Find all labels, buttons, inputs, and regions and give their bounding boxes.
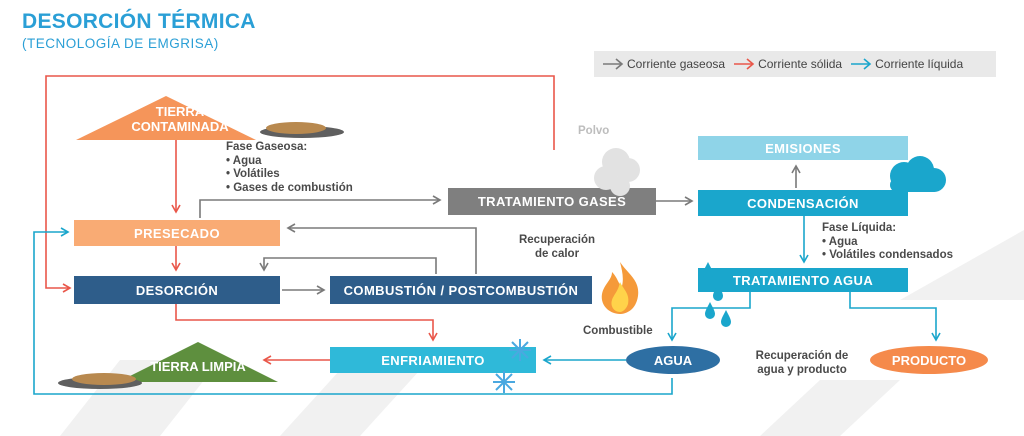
arrow-right-icon — [603, 58, 624, 70]
producto-oval: PRODUCTO — [870, 346, 988, 374]
dust-cloud-icon — [594, 148, 640, 196]
page-title: DESORCIÓN TÉRMICA — [22, 10, 256, 33]
tierra-limpia-triangle — [118, 342, 278, 382]
presecado-box: PRESECADO — [74, 220, 280, 246]
legend-item-liquid: Corriente líquida — [850, 57, 963, 71]
tierra-limpia-label: TIERRA LIMPIA — [150, 359, 246, 374]
list-item: Volátiles — [226, 168, 353, 182]
legend-label: Corriente sólida — [758, 57, 843, 71]
recuperacion-agua-note: Recuperación de agua y producto — [755, 350, 849, 376]
polvo-label: Polvo — [578, 125, 610, 137]
soil-pile-icon — [260, 122, 344, 138]
water-drop-icon — [703, 262, 731, 327]
legend: Corriente gaseosa Corriente sólida Corri… — [594, 51, 996, 77]
legend-item-solid: Corriente sólida — [733, 57, 842, 71]
list-item: Gases de combustión — [226, 182, 353, 196]
list-item: Agua — [226, 155, 353, 169]
arrow-right-icon — [851, 58, 872, 70]
arrow-right-icon — [734, 58, 755, 70]
agua-oval: AGUA — [626, 346, 720, 374]
tierra-contaminada-triangle — [76, 96, 256, 140]
legend-item-gas: Corriente gaseosa — [602, 57, 725, 71]
tratamiento-agua-box: TRATAMIENTO AGUA — [698, 268, 908, 292]
fire-icon — [601, 262, 639, 314]
fase-liquida-note: Fase Líquida: Agua Volátiles condensados — [822, 222, 953, 263]
cloud-icon — [890, 156, 946, 192]
combustible-label: Combustible — [583, 325, 653, 337]
fase-gaseosa-note: Fase Gaseosa: Agua Volátiles Gases de co… — [226, 141, 353, 195]
emisiones-box: EMISIONES — [698, 136, 908, 160]
snowflake-icon — [493, 371, 515, 393]
legend-label: Corriente líquida — [875, 57, 964, 71]
tierra-contaminada-label: TIERRA CONTAMINADA — [131, 104, 229, 134]
snowflake-icon — [509, 339, 531, 361]
list-item: Agua — [822, 236, 953, 250]
recuperacion-calor-note: Recuperación de calor — [518, 234, 596, 260]
legend-label: Corriente gaseosa — [627, 57, 726, 71]
soil-pile-icon — [58, 373, 142, 389]
combustion-box: COMBUSTIÓN / POSTCOMBUSTIÓN — [330, 276, 592, 304]
page-subtitle: (TECNOLOGÍA DE EMGRISA) — [22, 36, 219, 51]
enfriamiento-box: ENFRIAMIENTO — [330, 347, 536, 373]
condensacion-box: CONDENSACIÓN — [698, 190, 908, 216]
list-item: Volátiles condensados — [822, 249, 953, 263]
desorcion-box: DESORCIÓN — [74, 276, 280, 304]
